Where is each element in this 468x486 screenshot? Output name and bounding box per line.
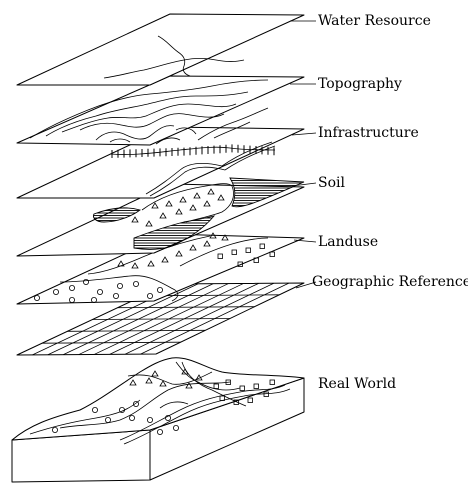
label-leaders xyxy=(290,21,316,288)
label-geographic-reference: Geographic Reference xyxy=(312,274,468,290)
label-soil: Soil xyxy=(318,175,345,191)
label-real-world: Real World xyxy=(318,376,396,392)
water-resource-layer xyxy=(17,14,304,85)
real-world-block xyxy=(12,358,304,482)
label-water-resource: Water Resource xyxy=(318,13,431,29)
label-topography: Topography xyxy=(318,76,402,92)
label-infrastructure: Infrastructure xyxy=(318,125,419,141)
label-landuse: Landuse xyxy=(318,234,378,250)
